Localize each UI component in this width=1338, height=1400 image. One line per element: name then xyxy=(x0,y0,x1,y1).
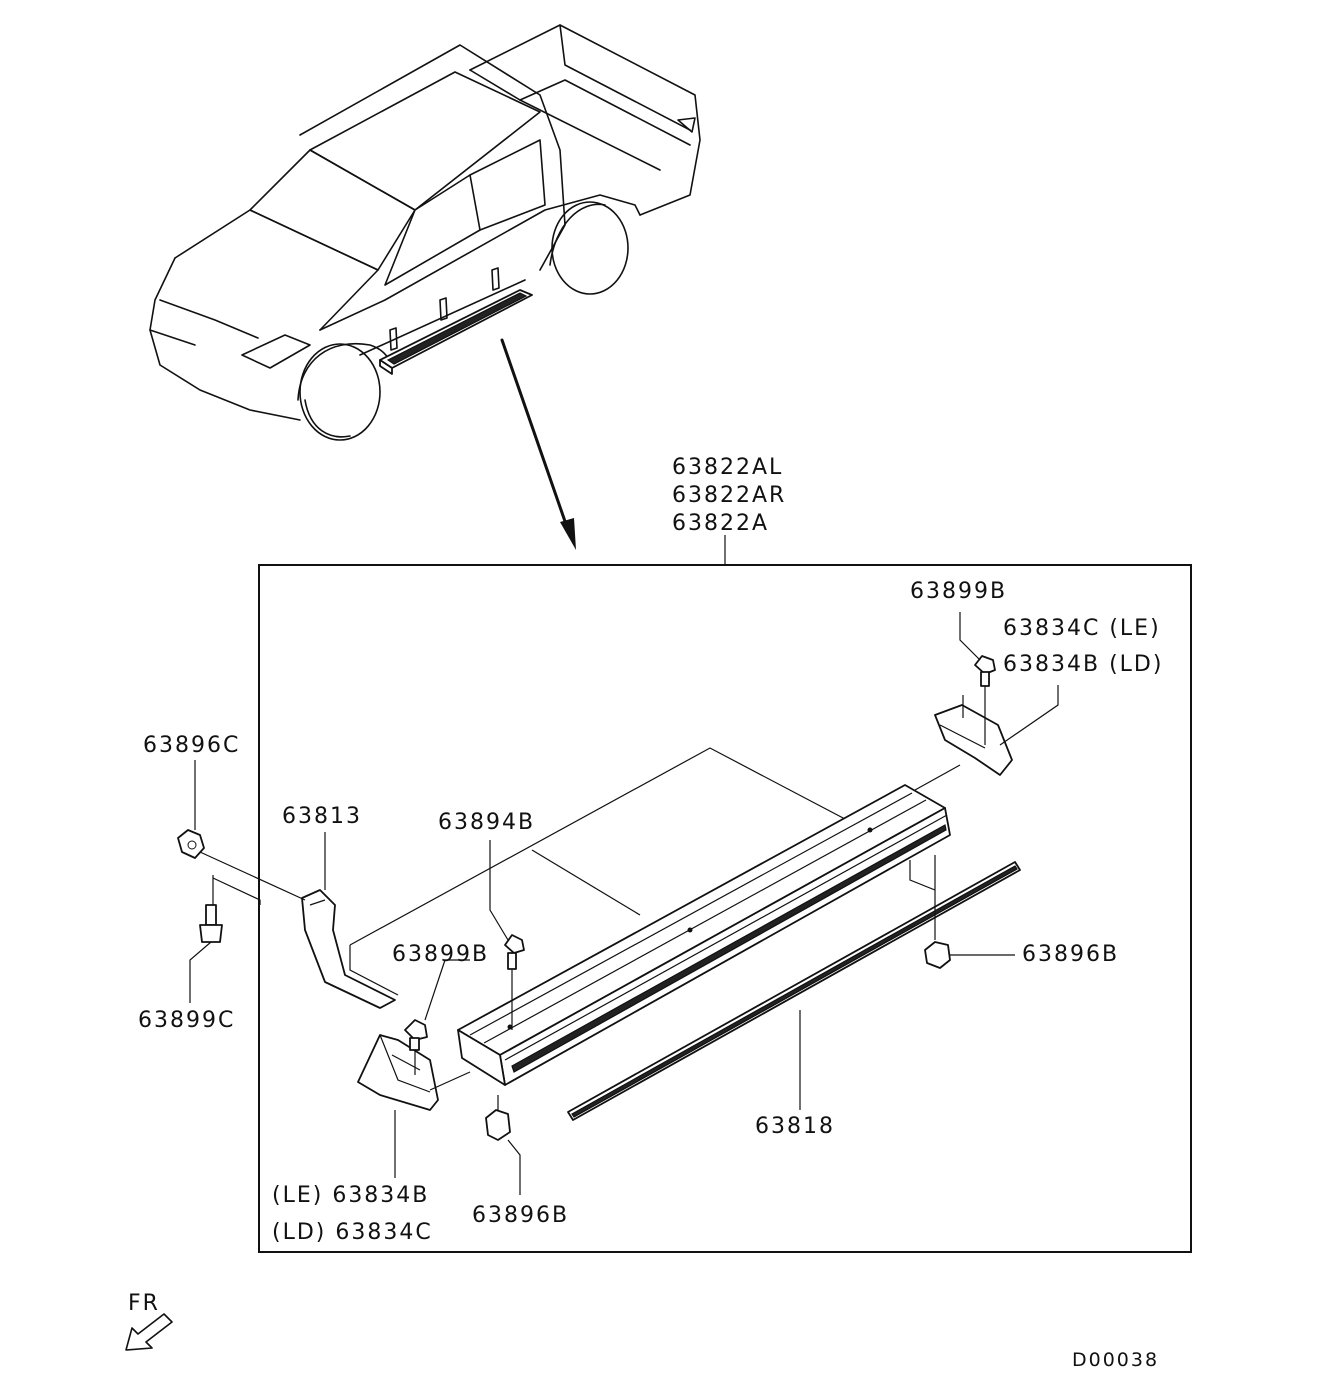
front-direction-indicator: FR xyxy=(125,1291,173,1351)
label-step-end-top-ld: 63834B (LD) xyxy=(1003,652,1163,677)
nut-icon xyxy=(177,829,205,859)
vehicle-illustration xyxy=(149,24,701,441)
clip-icon xyxy=(974,655,996,687)
direction-label: FR xyxy=(128,1291,160,1316)
leader-lines xyxy=(189,612,1059,1195)
label-step-end-bottom-le: (LE) 63834B xyxy=(272,1183,429,1208)
step-rail xyxy=(457,784,951,1086)
label-bolt-center: 63894B xyxy=(438,810,535,835)
assembly-label-al: 63822AL xyxy=(672,455,783,480)
step-end-cap-right xyxy=(934,704,1013,776)
step-end-cap-left xyxy=(357,1034,439,1111)
label-bracket: 63813 xyxy=(282,804,362,829)
label-step-end-bottom-ld: (LD) 63834C xyxy=(272,1220,433,1245)
label-clip-top-right: 63899B xyxy=(910,579,1007,604)
label-nut-left: 63896C xyxy=(143,733,240,758)
label-molding: 63818 xyxy=(755,1114,835,1139)
diagram-code: D00038 xyxy=(1072,1349,1159,1371)
clip-icon xyxy=(504,934,525,970)
label-clip-center: 63899B xyxy=(392,942,489,967)
bolt-icon xyxy=(199,904,223,943)
callout-arrow xyxy=(500,338,576,550)
label-step-end-top-le: 63834C (LE) xyxy=(1003,616,1161,641)
clip-icon xyxy=(404,1019,428,1051)
label-nut-right: 63896B xyxy=(1022,942,1119,967)
mounting-bracket xyxy=(301,889,396,1009)
molding-strip xyxy=(567,861,1021,1121)
label-bolt-left: 63899C xyxy=(138,1008,235,1033)
assembly-label-a: 63822A xyxy=(672,511,769,536)
arrow-icon xyxy=(125,1313,173,1351)
mounting-plane xyxy=(349,747,936,996)
nut-icon xyxy=(485,1109,511,1141)
label-nut-bottom: 63896B xyxy=(472,1203,569,1228)
assembly-label-ar: 63822AR xyxy=(672,483,786,508)
nut-icon xyxy=(924,941,951,969)
